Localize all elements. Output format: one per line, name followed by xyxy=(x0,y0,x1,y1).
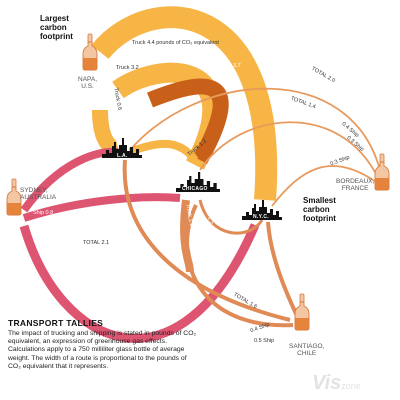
route-chicago-nyc xyxy=(198,199,264,235)
place-napa: NAPA, U.S. xyxy=(78,76,98,90)
wine-bottle-icon xyxy=(82,33,98,71)
watermark-brand: Vis xyxy=(312,372,342,394)
route-bordeaux-chicago xyxy=(199,121,379,179)
legend-text: The impact of trucking and shipping is s… xyxy=(8,330,197,370)
route-santiago-nyc xyxy=(266,221,300,319)
route-sydney-nyc xyxy=(19,223,260,343)
route-bordeaux-nyc xyxy=(271,165,377,207)
smallest-footprint-callout: Smallest carbon footprint xyxy=(303,196,336,223)
route-label: Truck 3.2 xyxy=(116,65,139,71)
route-sydney-chicago xyxy=(22,193,181,222)
legend: TRANSPORT TALLIES The impact of trucking… xyxy=(8,318,198,371)
route-sydney-la xyxy=(20,147,119,213)
route-bordeaux-la xyxy=(129,87,381,171)
watermark-sub: zone xyxy=(341,381,361,391)
place-sydney: SYDNEY, AUSTRALIA xyxy=(20,187,57,201)
route-santiago-chicago xyxy=(185,204,294,328)
wine-bottle-icon xyxy=(6,178,22,216)
route-santiago-la xyxy=(122,159,291,322)
route-label: Truck 3.7 xyxy=(218,63,241,69)
city-nyc: N.Y.C. xyxy=(253,214,269,220)
route-label: TOTAL 2.1 xyxy=(83,240,110,246)
city-la: L.A. xyxy=(117,153,128,159)
largest-footprint-callout: Largest carbon footprint xyxy=(40,14,73,41)
place-santiago: SANTIAGO, CHILE xyxy=(289,343,325,357)
route-label: Truck 4.4 pounds of CO₂ equivalent xyxy=(132,40,219,46)
city-chicago: CHICAGO xyxy=(182,186,208,192)
watermark: Viszone xyxy=(312,372,361,395)
route-napa-nyc xyxy=(91,6,278,201)
legend-title: TRANSPORT TALLIES xyxy=(8,318,104,328)
wine-bottle-icon xyxy=(294,293,310,331)
route-label: Ship 0.8 xyxy=(33,210,54,216)
route-napa-chicago-dark xyxy=(147,78,229,164)
route-label: 0.5 Ship xyxy=(254,338,275,344)
place-bordeaux: BORDEAUX, FRANCE xyxy=(336,178,375,192)
route-chicago-truck xyxy=(180,199,194,273)
